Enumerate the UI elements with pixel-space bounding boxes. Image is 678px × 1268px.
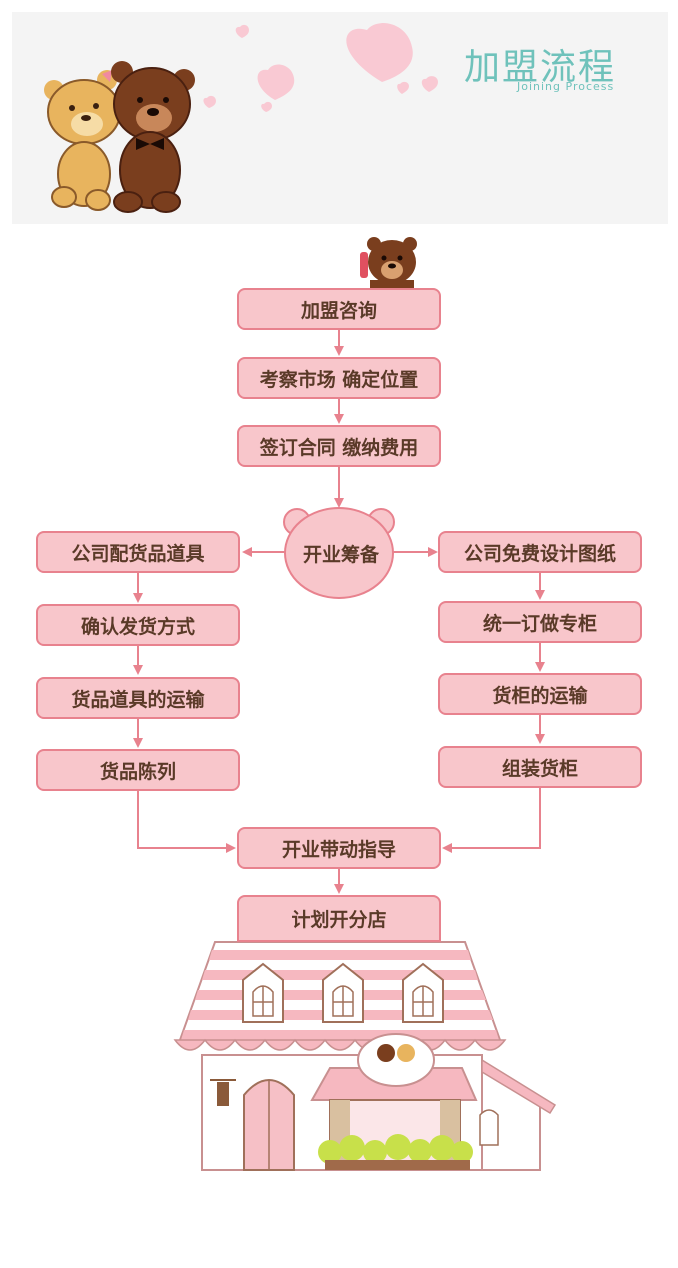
step-opening-guidance: 开业带动指导 (237, 827, 441, 869)
step-survey-market: 考察市场 确定位置 (237, 357, 441, 399)
step-left-3: 货品道具的运输 (36, 677, 240, 719)
heart-icon (257, 64, 295, 100)
step-right-1: 公司免费设计图纸 (438, 531, 642, 573)
heart-icon (397, 81, 409, 94)
step-left-1: 公司配货品道具 (36, 531, 240, 573)
shop-illustration (173, 941, 557, 1171)
step-left-4: 货品陈列 (36, 749, 240, 791)
step-right-2: 统一订做专柜 (438, 601, 642, 643)
heart-icon (235, 24, 249, 38)
heart-icon (261, 101, 272, 112)
heart-icon (346, 23, 413, 82)
step-inquiry: 加盟咨询 (237, 288, 441, 330)
step-left-2: 确认发货方式 (36, 604, 240, 646)
page-title: 加盟流程 (464, 47, 617, 88)
hub-opening-prep: 开业筹备 (302, 543, 379, 566)
arrow-connector (442, 788, 541, 853)
step-sign-contract: 签订合同 缴纳费用 (237, 425, 441, 467)
phone-bear-icon (360, 237, 417, 290)
light-bear-icon (44, 70, 121, 211)
hub-bear-shape (283, 507, 395, 599)
heart-icon (203, 95, 216, 108)
hearts-decoration (203, 23, 438, 112)
header-banner (12, 12, 668, 224)
dark-bear-icon (111, 61, 195, 213)
arrow-connector (137, 791, 236, 853)
step-plan-branch: 计划开分店 (237, 895, 441, 942)
banner-decoration (44, 23, 438, 213)
step-right-3: 货柜的运输 (438, 673, 642, 715)
heart-icon (421, 76, 438, 92)
step-right-4: 组装货柜 (438, 746, 642, 788)
page-subtitle: Joining Process (517, 80, 615, 93)
